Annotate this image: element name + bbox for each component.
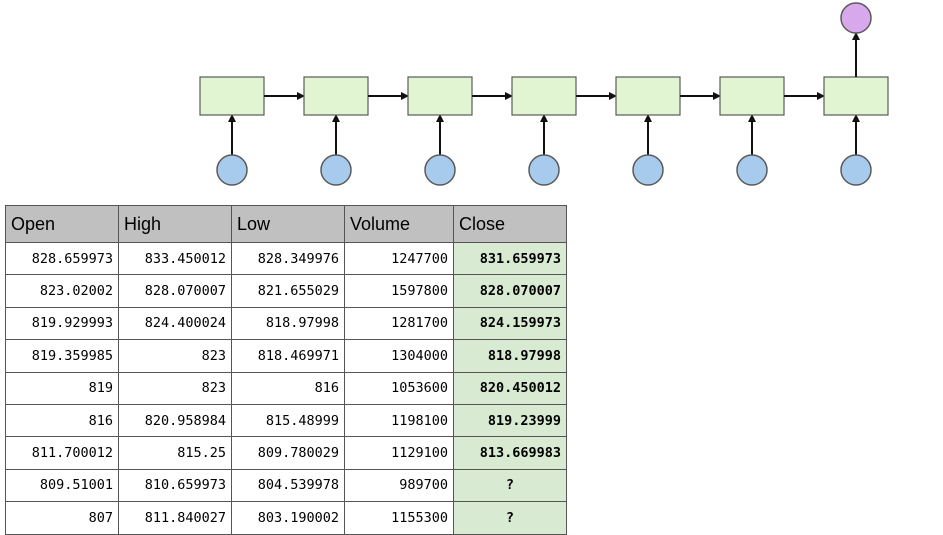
table-cell: 828.349976 [231,241,345,276]
column-header-volume: Volume [344,205,454,243]
input-node [736,154,768,186]
input-node [320,154,352,186]
input-node [528,154,560,186]
close-cell: 824.159973 [453,306,567,341]
close-cell: ? [453,501,567,535]
table-cell: 824.400024 [118,306,232,341]
column-header-high: High [118,205,232,243]
table-cell: 804.539978 [231,468,345,503]
table-cell: 818.469971 [231,339,345,373]
input-node [840,154,872,186]
table-cell: 828.070007 [118,274,232,308]
close-cell: 828.070007 [453,274,567,308]
table-cell: 819.929993 [5,306,119,341]
table-cell: 828.659973 [5,241,119,276]
table-cell: 810.659973 [118,468,232,503]
table-cell: 821.655029 [231,274,345,308]
table-cell: 1053600 [344,371,454,405]
table-cell: 818.97998 [231,306,345,341]
rnn-cell [407,76,473,116]
table-cell: 816 [231,371,345,405]
column-header-open: Open [5,205,119,243]
table-cell: 1281700 [344,306,454,341]
table-cell: 816 [5,403,119,438]
table-cell: 811.700012 [5,436,119,470]
table-cell: 809.780029 [231,436,345,470]
table-cell: 807 [5,501,119,535]
table-cell: 823 [118,339,232,373]
table-cell: 811.840027 [118,501,232,535]
output-node [840,2,872,34]
rnn-cell [303,76,369,116]
table-cell: 815.48999 [231,403,345,438]
rnn-cell [511,76,577,116]
table-cell: 1198100 [344,403,454,438]
table-cell: 1597800 [344,274,454,308]
column-header-close: Close [453,205,567,243]
table-cell: 823.02002 [5,274,119,308]
close-cell: 818.97998 [453,339,567,373]
table-cell: 1247700 [344,241,454,276]
close-cell: 819.23999 [453,403,567,438]
close-cell: ? [453,468,567,503]
table-cell: 820.958984 [118,403,232,438]
table-cell: 809.51001 [5,468,119,503]
table-cell: 1129100 [344,436,454,470]
table-cell: 989700 [344,468,454,503]
column-header-low: Low [231,205,345,243]
input-node [632,154,664,186]
table-cell: 803.190002 [231,501,345,535]
table-cell: 819 [5,371,119,405]
input-node [216,154,248,186]
rnn-cell [199,76,265,116]
table-cell: 815.25 [118,436,232,470]
rnn-cell [823,76,889,116]
table-cell: 833.450012 [118,241,232,276]
rnn-cell [719,76,785,116]
close-cell: 813.669983 [453,436,567,470]
rnn-diagram [199,2,889,186]
close-cell: 820.450012 [453,371,567,405]
table-header-row: Open High Low Volume Close [5,205,567,243]
rnn-cell [615,76,681,116]
close-cell: 831.659973 [453,241,567,276]
table-cell: 819.359985 [5,339,119,373]
table-cell: 1155300 [344,501,454,535]
table-cell: 1304000 [344,339,454,373]
input-node [424,154,456,186]
table-cell: 823 [118,371,232,405]
